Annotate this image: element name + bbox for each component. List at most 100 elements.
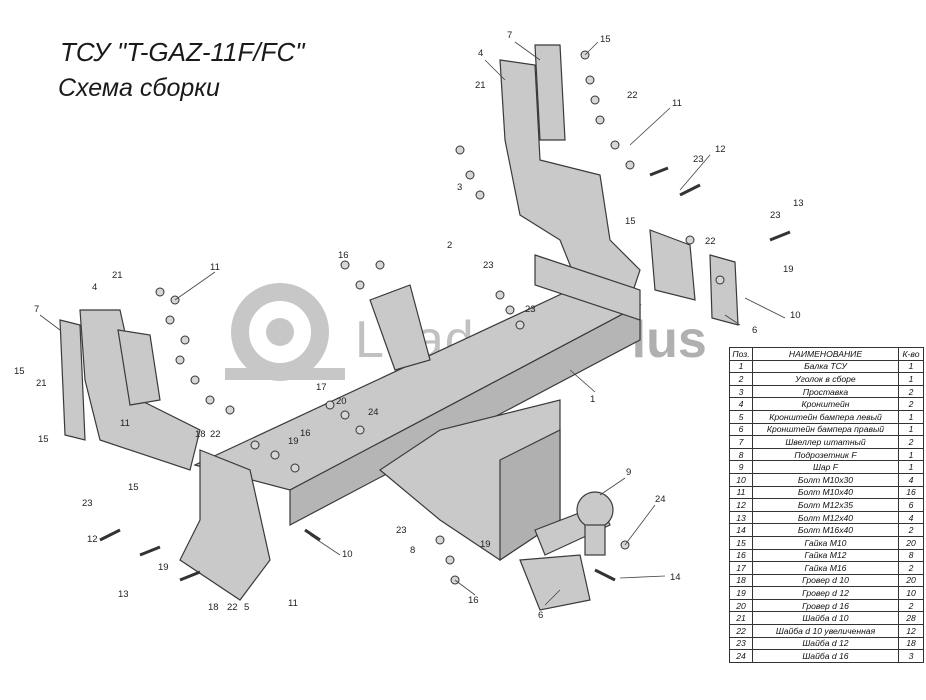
left-bracket-4 [79,309,201,471]
callout-15-top: 15 [600,34,611,45]
callout-23-left: 23 [82,498,93,509]
row-name: Кронштейн бампера левый [752,409,899,424]
callout-2: 2 [447,240,452,251]
row-qty: 2 [898,435,924,449]
diagram-title: ТСУ "T-GAZ-11F/FC" [60,37,305,67]
row-qty: 6 [898,498,924,512]
row-pos: 4 [729,397,753,411]
watermark-logo-icon [225,283,345,381]
callout-11-mid: 11 [120,418,130,429]
row-pos: 1 [729,359,753,374]
callout-12-left: 12 [87,534,98,545]
callout-21-left: 21 [112,270,123,281]
right-plate [534,254,641,321]
row-qty: 16 [898,485,924,500]
callout-7-top: 7 [507,30,512,41]
callout-24-mid: 24 [368,407,379,418]
row-qty: 2 [898,384,924,399]
callout-11-bottom: 11 [288,598,298,609]
callout-9: 9 [626,467,631,478]
row-name: Шайба d 16 [752,649,899,663]
right-channel-7 [534,44,566,141]
row-pos: 11 [729,485,753,500]
row-pos: 15 [729,535,753,550]
row-pos: 22 [729,624,753,638]
row-name: Болт М16х40 [752,523,899,537]
row-qty: 10 [898,586,924,600]
callout-18-bottom: 18 [208,602,219,613]
callout-23-right: 23 [693,154,704,165]
row-name: Гайка М16 [752,561,899,575]
row-qty: 3 [898,649,924,663]
row-pos: 9 [729,460,753,474]
callout-11-left: 11 [210,262,220,273]
callout-6-bottom: 6 [538,610,543,621]
tow-ball-9 [576,491,614,529]
row-qty: 18 [898,636,924,651]
row-pos: 7 [729,435,753,449]
callout-22-right: 22 [705,236,716,247]
row-name: Швеллер штатный [752,435,899,449]
callout-15-mid: 15 [128,482,139,493]
row-name: Болт М12х40 [752,510,899,525]
callout-16-mid2: 16 [300,428,311,439]
row-pos: 2 [729,372,753,386]
tow-ball-neck [584,524,606,556]
row-pos: 20 [729,598,753,613]
row-qty: 1 [898,359,924,374]
row-qty: 2 [898,397,924,411]
header-name: НАИМЕНОВАНИЕ [752,347,899,361]
callout-15-left2: 15 [38,434,49,445]
callout-22-mid: 22 [210,429,221,440]
row-qty: 2 [898,598,924,613]
right-bumper-bracket-6b [709,254,739,326]
row-pos: 24 [729,649,753,663]
callout-21-top: 21 [475,80,486,91]
callout-16-mid: 16 [338,250,349,261]
row-name: Гайка М12 [752,548,899,563]
callout-19-right: 19 [783,264,794,275]
socket-plate-8 [519,554,591,611]
callout-18-mid: 18 [195,429,206,440]
callout-22-bottom: 22 [227,602,238,613]
row-name: Болт М12х35 [752,498,899,512]
callout-19-left: 19 [158,562,169,573]
row-name: Гайка М10 [752,535,899,550]
right-bumper-bracket-6 [649,229,696,301]
row-pos: 21 [729,611,753,626]
left-channel-7 [59,319,86,441]
row-name: Проставка [752,384,899,399]
callout-8: 8 [410,545,415,556]
row-pos: 14 [729,523,753,537]
callout-6: 6 [752,325,757,336]
row-name: Кронштейн [752,397,899,411]
angle-bracket-2 [369,284,431,371]
callout-13-left: 13 [118,589,129,600]
left-bracket-3 [117,329,161,406]
callout-4-left: 4 [92,282,97,293]
callout-23-right2: 23 [770,210,781,221]
header-qty: К-во [898,347,924,361]
row-qty: 1 [898,422,924,437]
row-name: Шайба d 10 увеличенная [752,624,899,638]
row-name: Шар F [752,460,899,474]
callout-19-bottom: 19 [480,539,491,550]
